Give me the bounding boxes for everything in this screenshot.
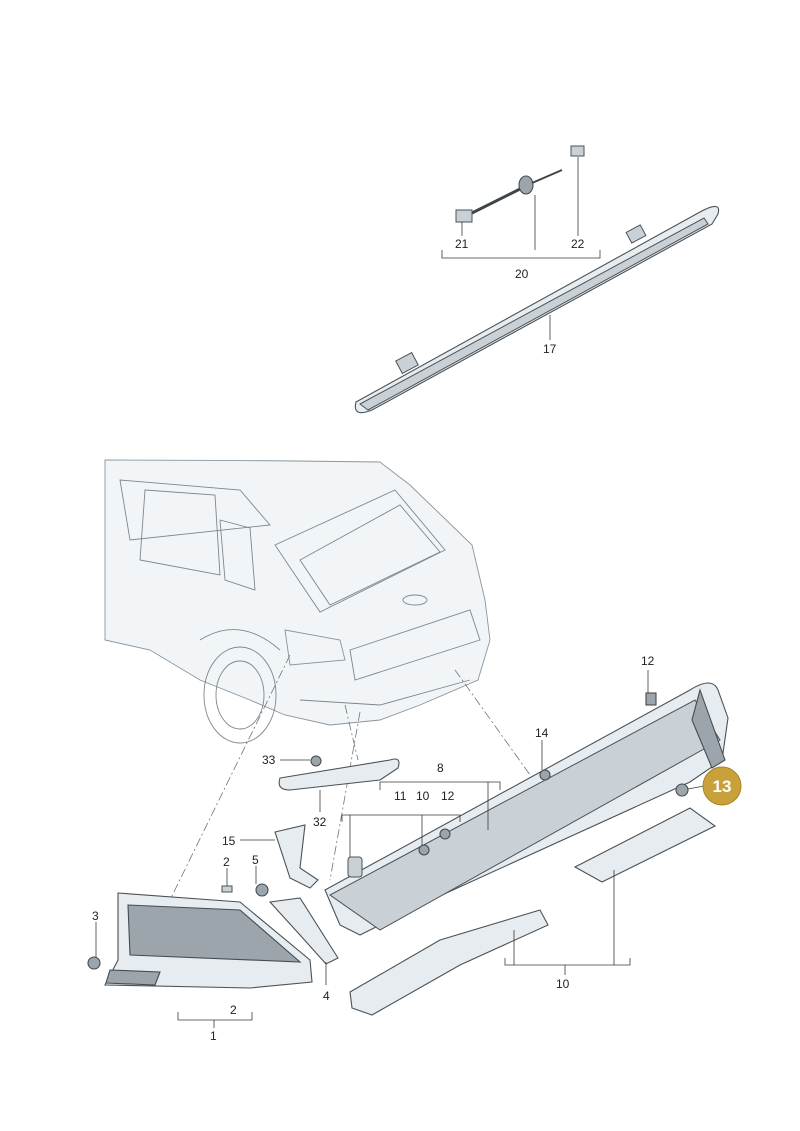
vehicle-illustration [104,459,491,744]
callout-10-sub: 10 [416,789,430,803]
third-brake-light-wiring-20 [455,145,585,223]
cover-10-left [349,909,549,1016]
callout-2-top: 2 [223,855,230,869]
callout-5: 5 [252,853,259,867]
callout-3: 3 [92,909,99,923]
callout-10-bottom: 10 [556,977,570,991]
rear-spoiler-17 [354,205,720,414]
callout-11: 11 [394,789,407,803]
callout-20: 20 [515,267,529,281]
cover-10-right [573,807,717,883]
callout-12-top: 12 [641,654,655,668]
callout-4: 4 [323,989,330,1003]
tail-light-1 [104,892,313,989]
callout-2-bottom: 2 [230,1003,237,1017]
highlight-label: 13 [713,777,732,796]
callout-12-sub: 12 [441,789,455,803]
seal-4 [268,897,339,965]
leader-lines-top [441,157,601,340]
callout-32: 32 [313,815,327,829]
trim-strip-32 [278,758,400,791]
callout-33: 33 [262,753,276,767]
callout-8: 8 [437,761,444,775]
callout-22: 22 [571,237,585,251]
callout-15: 15 [222,834,236,848]
highlighted-callout-13[interactable]: 13 [687,766,742,806]
callout-21: 21 [455,237,469,251]
highlight-badge[interactable] [702,766,742,806]
callout-14: 14 [535,726,549,740]
callout-1: 1 [210,1029,217,1043]
small-fasteners [87,692,689,970]
locator-lines [169,654,549,901]
diffuser-trim-8 [324,682,729,936]
bracket-15 [274,824,319,889]
callout-17: 17 [543,342,557,356]
leader-lines-bottom [95,670,649,1028]
